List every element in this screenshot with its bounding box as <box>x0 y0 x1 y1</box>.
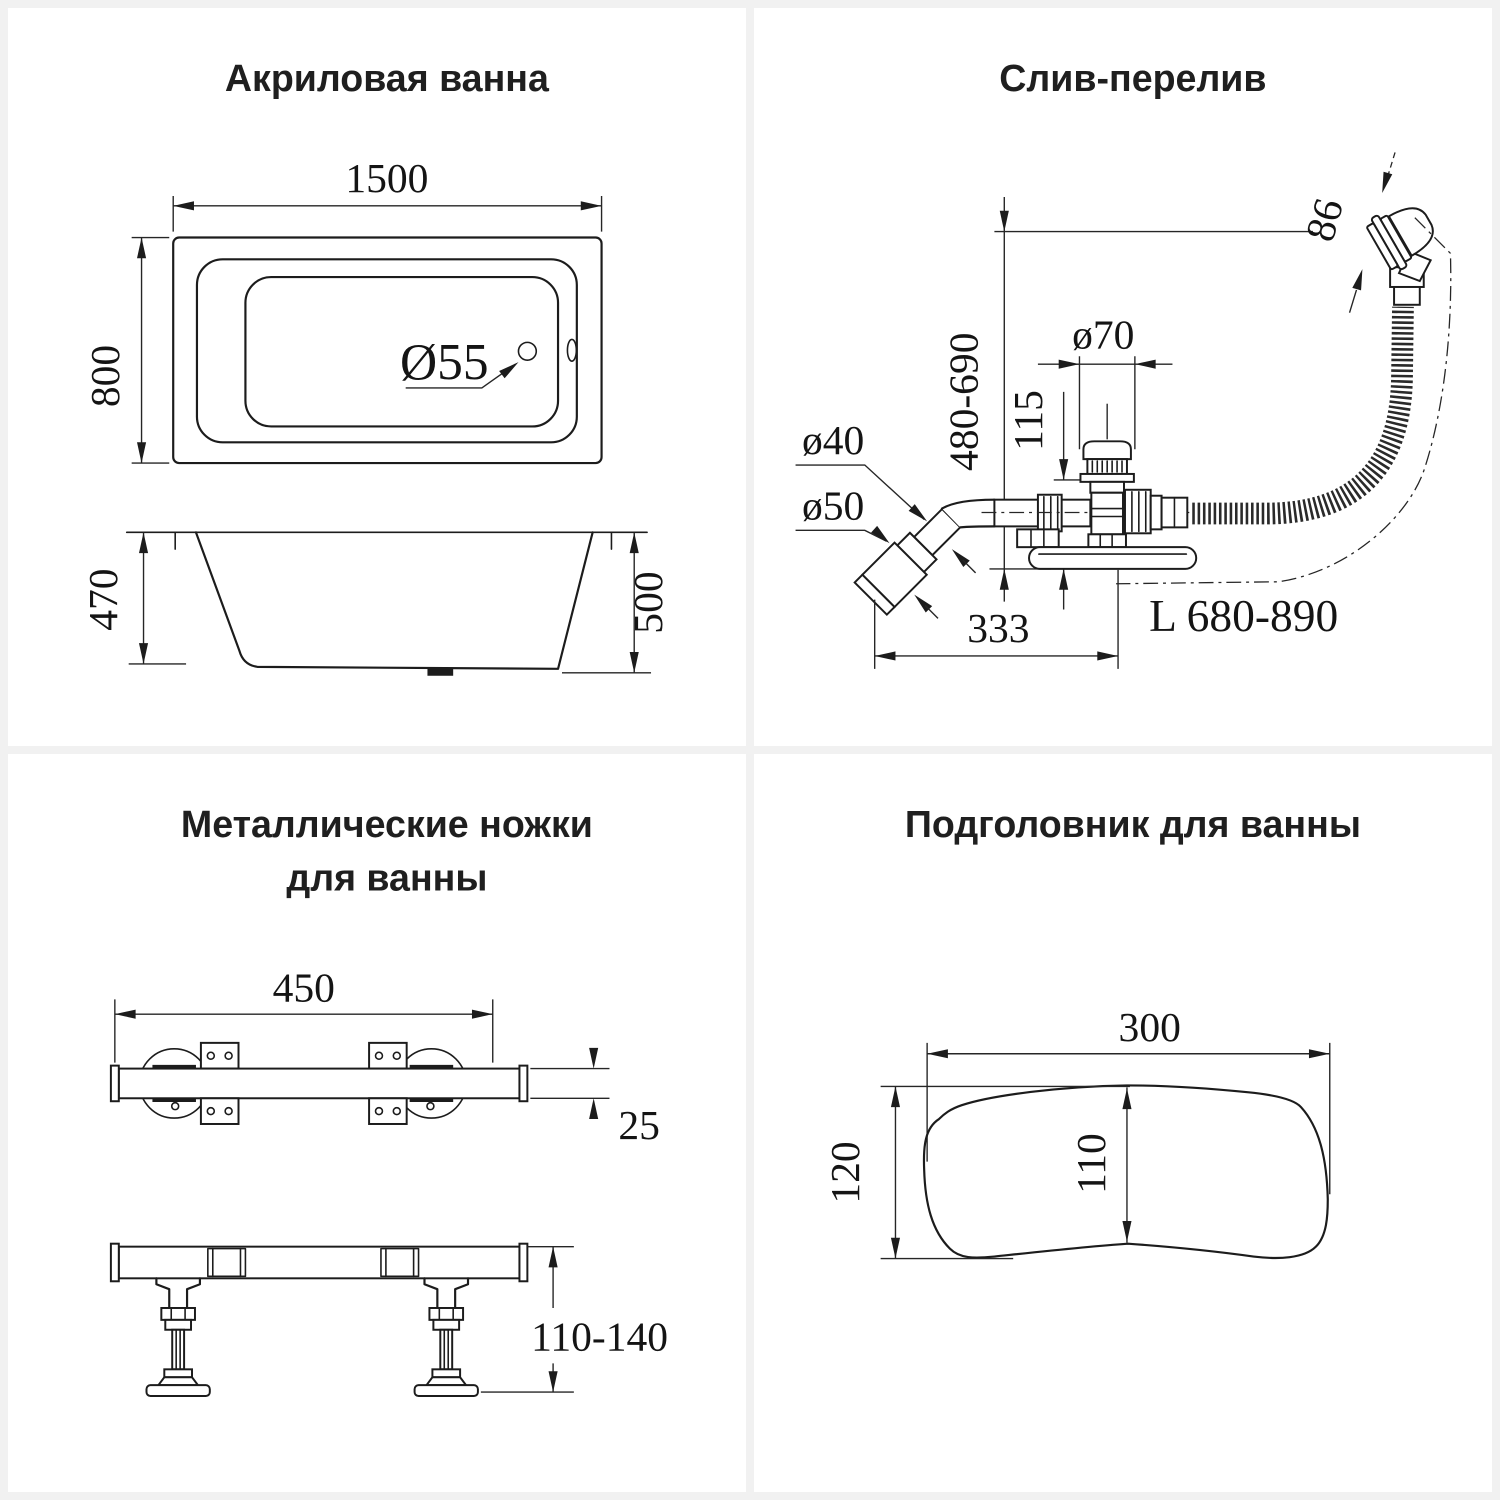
dim-width: 800 <box>82 236 170 464</box>
dim-label-cap-diameter: ø70 <box>1072 311 1134 357</box>
panel-headrest: Подголовник для ванны 300 120 <box>754 754 1492 1492</box>
panel-title-line2: для ванны <box>286 857 487 899</box>
dim-height-inner: 470 <box>80 532 187 665</box>
dim-label-depth-inner: 110 <box>1068 1133 1114 1194</box>
dim-height-outer: 500 <box>561 532 671 674</box>
drain-cap <box>1082 440 1132 461</box>
panel-title-line1: Металлические ножки <box>181 803 593 845</box>
legs-side-view: 110-140 <box>109 1242 668 1398</box>
drain-hole <box>517 341 538 361</box>
cross-arrows <box>911 545 977 619</box>
corrugated-hose <box>1192 306 1414 525</box>
legs-top-view: 450 <box>109 964 660 1148</box>
legs-drawing: Металлические ножки для ванны 450 <box>109 803 668 1398</box>
headrest-outline <box>922 1084 1329 1260</box>
dim-label-drop-range: 480-690 <box>941 333 987 471</box>
drain-shoe <box>1028 546 1198 570</box>
dim-height-range: 110-140 <box>480 1245 668 1393</box>
dim-label-length: 1500 <box>345 155 428 201</box>
elbow <box>940 498 996 529</box>
dim-length: 1500 <box>172 155 603 232</box>
headrest-drawing: Подголовник для ванны 300 120 <box>822 803 1361 1260</box>
drain-assembly <box>1016 403 1198 570</box>
dim-label-profile: 25 <box>618 1102 660 1148</box>
panel-title: Слив-перелив <box>999 57 1266 99</box>
panel-legs: Металлические ножки для ванны 450 <box>8 754 746 1492</box>
overflow-drawing: Слив-перелив 480-690 115 ø70 <box>795 57 1452 669</box>
dim-label-tailpiece-diameter: ø50 <box>802 482 864 528</box>
overflow-head <box>1366 207 1434 306</box>
mount-plate <box>199 1041 240 1070</box>
dim-label-pipe-diameter: ø40 <box>802 417 864 463</box>
tub-foot-pad <box>427 667 454 676</box>
elbow-fill <box>941 499 995 528</box>
tub-rim-outer <box>172 236 603 465</box>
dim-horizontal-offset: 333 <box>873 569 1119 669</box>
dim-label-width: 800 <box>82 345 128 407</box>
leg-foot <box>413 1277 479 1398</box>
panel-title: Акриловая ванна <box>225 57 550 99</box>
tub-floor <box>244 275 560 428</box>
dim-label-horizontal-offset: 333 <box>967 605 1029 651</box>
dim-pipe-diameter: ø40 <box>795 417 931 525</box>
dim-label-height-range: 110-140 <box>531 1314 668 1360</box>
dim-depth-inner: 110 <box>1068 1087 1132 1243</box>
dim-cap-diameter: ø70 <box>1037 311 1173 450</box>
head-body <box>1387 207 1434 258</box>
tailpiece-assembly <box>853 507 962 617</box>
bathtub-side-view: 470 500 <box>80 531 671 676</box>
dim-label-hose-length: L 680-890 <box>1149 590 1338 641</box>
dim-drain: Ø55 <box>400 334 522 391</box>
tub-profile <box>194 531 594 670</box>
bathtub-top-view: 1500 800 Ø55 <box>82 155 603 465</box>
panel-bathtub: Акриловая ванна 1500 800 <box>8 8 746 746</box>
dim-tailpiece-diameter: ø50 <box>795 482 893 547</box>
dim-width: 300 <box>926 1004 1331 1195</box>
dim-label-height-inner: 470 <box>80 568 126 630</box>
dim-label-head-size: 86 <box>1296 194 1352 247</box>
panel-title: Подголовник для ванны <box>905 803 1361 845</box>
leg-rail-side <box>117 1245 521 1280</box>
dim-label-drain: Ø55 <box>400 334 489 391</box>
dim-depth-outer: 120 <box>822 1085 1130 1260</box>
dim-profile: 25 <box>530 1047 660 1148</box>
panel-overflow: Слив-перелив 480-690 115 ø70 <box>754 8 1492 746</box>
leg-rail <box>117 1067 521 1100</box>
bathtub-drawing: Акриловая ванна 1500 800 <box>80 57 671 676</box>
dim-label-span: 450 <box>273 964 335 1010</box>
dim-label-body-height: 115 <box>1005 390 1051 451</box>
tub-rim-inner <box>195 258 578 444</box>
dim-body-height: 115 <box>1005 390 1085 610</box>
leg-foot <box>145 1277 211 1398</box>
overflow-hole <box>566 338 578 362</box>
dim-label-height-outer: 500 <box>625 571 671 633</box>
dim-drop-range: 480-690 <box>941 196 1313 602</box>
dim-label-width: 300 <box>1119 1004 1181 1050</box>
mount-plate <box>199 1097 240 1125</box>
dim-span: 450 <box>114 964 494 1063</box>
dim-label-depth-outer: 120 <box>822 1141 868 1203</box>
